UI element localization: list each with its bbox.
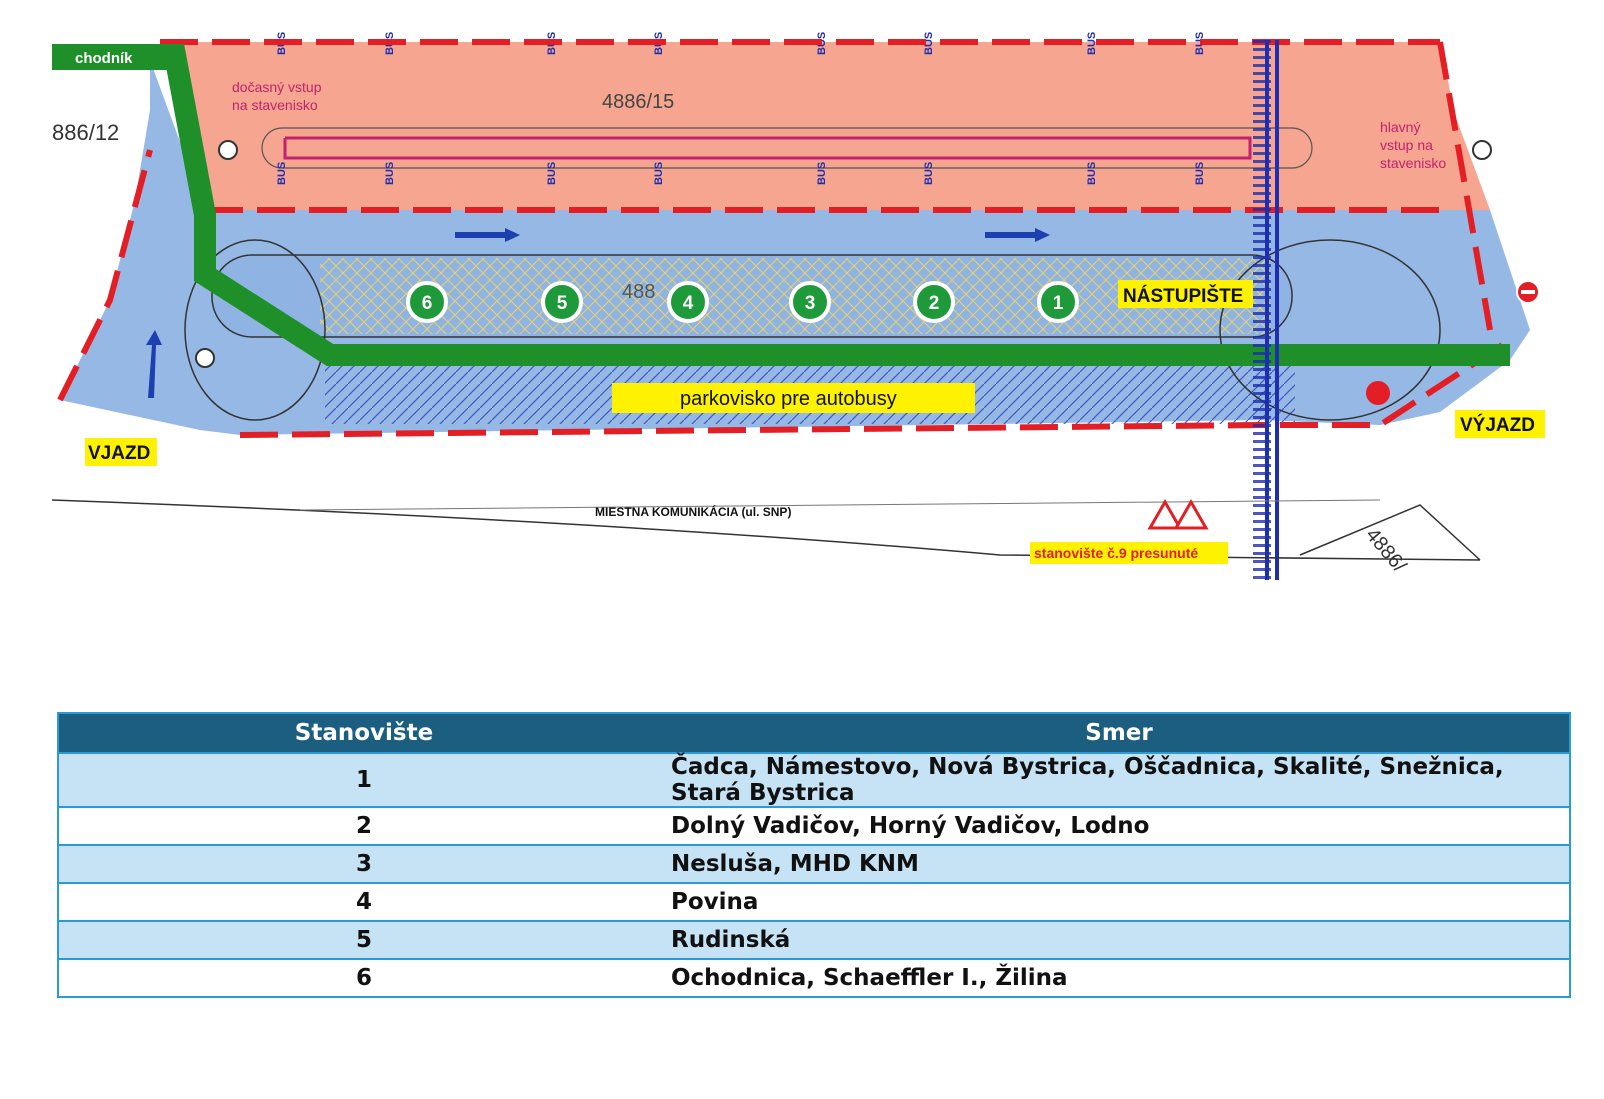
main-entry-label-3: stavenisko (1380, 155, 1446, 171)
table-row: 1 Čadca, Námestovo, Nová Bystrica, Oščad… (58, 752, 1570, 807)
parcel-left-label: 886/12 (52, 120, 119, 145)
stop-number: 6 (58, 958, 669, 997)
bus-marking: BUS (1086, 162, 1098, 185)
table-row: 4 Povina (58, 882, 1570, 921)
stop-number: 2 (58, 806, 669, 845)
bus-marking: BUS (1086, 32, 1098, 55)
stop-direction: Čadca, Námestovo, Nová Bystrica, Oščadni… (669, 752, 1570, 807)
platform-label: NÁSTUPIŠTE (1123, 285, 1243, 307)
bus-marking: BUS (276, 162, 288, 185)
stop-number: 3 (58, 844, 669, 883)
table-row: 2 Dolný Vadičov, Horný Vadičov, Lodno (58, 806, 1570, 845)
stop-marker-3: 3 (789, 281, 831, 323)
bus-station-area (60, 60, 1530, 435)
warning-sign-icon (1147, 498, 1209, 530)
parking-label: parkovisko pre autobusy (680, 388, 897, 410)
stop-markers: 6 5 4 3 2 1 (406, 281, 1079, 323)
road-label: MIESTNA KOMUNIKÁCIA (ul. SNP) (595, 504, 791, 519)
bus-marking: BUS (1194, 162, 1206, 185)
bus-marking: BUS (653, 162, 665, 185)
stop-marker-2: 2 (913, 281, 955, 323)
stop-number: 5 (58, 920, 669, 959)
stop-number: 1 (58, 752, 669, 807)
bus-marking: BUS (384, 162, 396, 185)
exit-label: VÝJAZD (1460, 414, 1535, 436)
main-entry-label-2: vstup na (1380, 137, 1433, 153)
stop-marker-number: 6 (422, 293, 433, 314)
bus-marking: BUS (923, 32, 935, 55)
barrier-fence (57, 39, 1512, 438)
table-row: 6 Ochodnica, Schaeffler I., Žilina (58, 958, 1570, 997)
stop-marker-number: 5 (557, 293, 568, 314)
temp-entry-label-2: na stavenisko (232, 97, 318, 113)
entry-label: VJAZD (88, 443, 150, 464)
temp-entry-label-1: dočasný vstup (232, 79, 322, 95)
stop-marker-5: 5 (541, 281, 583, 323)
stop-direction: Rudinská (669, 920, 1570, 959)
stop-marker-6: 6 (406, 281, 448, 323)
stops-table: Stanovište Smer 1 Čadca, Námestovo, Nová… (57, 712, 1571, 998)
table-row: 3 Nesluša, MHD KNM (58, 844, 1570, 883)
stop-number: 4 (58, 882, 669, 921)
stop-marker-number: 3 (805, 293, 816, 314)
stop-sign-icon (1366, 381, 1390, 405)
stop-direction: Nesluša, MHD KNM (669, 844, 1570, 883)
stop-direction: Ochodnica, Schaeffler I., Žilina (669, 958, 1570, 997)
pedestrian-crossing (1253, 40, 1279, 580)
bus-marking: BUS (816, 162, 828, 185)
stop-marker-4: 4 (667, 281, 709, 323)
header-direction: Smer (669, 713, 1570, 753)
parcel-middle-label: 488 (622, 281, 655, 303)
chodnik-label: chodník (75, 50, 133, 67)
stop-marker-number: 2 (929, 293, 940, 314)
main-entry-label-1: hlavný (1380, 119, 1420, 135)
stop-marker-number: 4 (683, 293, 694, 314)
bus-marking: BUS (923, 162, 935, 185)
stop-direction: Povina (669, 882, 1570, 921)
stop-marker-1: 1 (1037, 281, 1079, 323)
direction-arrows (146, 228, 1050, 398)
parcel-main-label: 4886/15 (602, 91, 674, 113)
relocated-stop-label: stanovište č.9 presunuté (1034, 545, 1198, 561)
header-stop: Stanovište (58, 713, 669, 753)
table-row: 5 Rudinská (58, 920, 1570, 959)
table-header-row: Stanovište Smer (58, 713, 1570, 753)
stop-direction: Dolný Vadičov, Horný Vadičov, Lodno (669, 806, 1570, 845)
stop-marker-number: 1 (1053, 293, 1064, 314)
bus-marking: BUS (546, 162, 558, 185)
